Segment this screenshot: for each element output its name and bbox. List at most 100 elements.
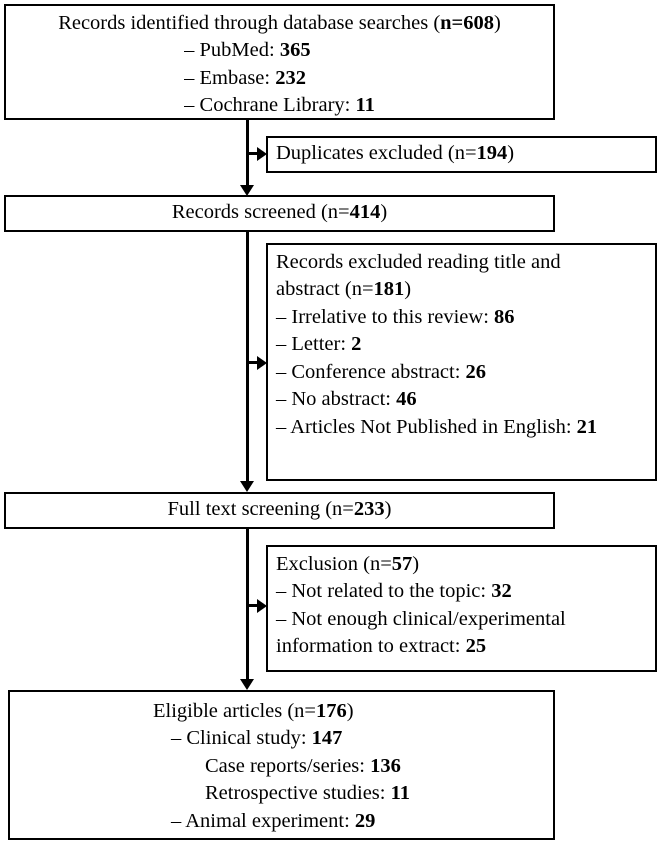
- list-item-label: Irrelative to this review:: [291, 305, 495, 328]
- list-item-value: 147: [311, 727, 343, 750]
- exclusion-count: 57: [391, 553, 413, 575]
- dash-glyph-icon: –: [276, 415, 287, 438]
- list-item-pubmed: – PubMed: 365: [184, 37, 375, 64]
- list-item-case-reports-series: Case reports/series: 136: [153, 753, 410, 780]
- list-item-value: 365: [279, 39, 311, 62]
- records-identified-header-suffix: ): [493, 12, 501, 34]
- exclusion-header: Exclusion (n=57): [276, 551, 647, 578]
- list-item-letter: – Letter: 2: [276, 331, 647, 358]
- list-item-irrelative: – Irrelative to this review: 86: [276, 304, 647, 331]
- list-item-label: Case reports/series:: [205, 754, 371, 777]
- dash-glyph-icon: –: [171, 727, 182, 750]
- arrowhead-right-icon: [257, 599, 267, 613]
- dash-glyph-icon: –: [276, 580, 287, 603]
- arrowhead-right-icon: [257, 147, 267, 161]
- list-item-label: Letter:: [291, 333, 352, 356]
- list-item-value: 29: [354, 809, 376, 832]
- list-item-not-enough-information: – Not enough clinical/experimental infor…: [276, 606, 647, 661]
- list-item-label: PubMed:: [199, 39, 280, 62]
- connector-branch-to-excluded-title-abstract: [246, 361, 262, 364]
- records-identified-header-text: Records identified through database sear…: [58, 12, 441, 34]
- list-item-label: Animal experiment:: [185, 809, 355, 832]
- dash-glyph-icon: –: [184, 66, 195, 89]
- duplicates-excluded-prefix: Duplicates excluded (n=: [276, 142, 477, 164]
- dash-glyph-icon: –: [184, 39, 195, 62]
- box-full-text-screening: Full text screening (n=233): [4, 492, 555, 529]
- excluded-title-abstract-line2: abstract (n=181): [276, 276, 647, 303]
- arrowhead-down-icon: [240, 481, 254, 492]
- records-screened-prefix: Records screened (n=: [171, 201, 350, 223]
- list-item-not-published-in-english: – Articles Not Published in English: 21: [276, 414, 647, 441]
- eligible-articles-suffix: ): [346, 700, 354, 722]
- list-item-animal-experiment: – Animal experiment: 29: [153, 808, 410, 835]
- box-duplicates-excluded: Duplicates excluded (n=194): [266, 136, 657, 173]
- excluded-title-abstract-suffix: ): [404, 278, 412, 301]
- list-item-label: Cochrane Library:: [199, 94, 356, 117]
- eligible-articles-header: Eligible articles (n=176): [153, 698, 410, 725]
- box-records-excluded-title-abstract: Records excluded reading title and abstr…: [266, 243, 657, 481]
- list-item-embase: – Embase: 232: [184, 65, 375, 92]
- connector-branch-to-exclusion: [246, 604, 262, 607]
- list-item-value: 86: [494, 305, 515, 328]
- list-item-label: Not enough clinical/experimental informa…: [276, 607, 566, 658]
- exclusion-header-suffix: ): [412, 553, 420, 575]
- dash-glyph-icon: –: [276, 607, 287, 630]
- list-item-label: Not related to the topic:: [291, 580, 492, 603]
- list-item-no-abstract: – No abstract: 46: [276, 386, 647, 413]
- records-identified-source-list: – PubMed: 365 – Embase: 232 – Cochrane L…: [184, 37, 375, 119]
- list-item-value: 11: [390, 782, 410, 805]
- records-identified-count: n=608: [440, 12, 494, 34]
- records-screened-count: 414: [349, 201, 381, 223]
- connector-branch-to-duplicates: [246, 152, 262, 155]
- full-text-screening-count: 233: [353, 498, 385, 520]
- dash-glyph-icon: –: [276, 333, 287, 356]
- list-item-cochrane: – Cochrane Library: 11: [184, 92, 375, 119]
- list-item-conference-abstract: – Conference abstract: 26: [276, 359, 647, 386]
- box-records-identified: Records identified through database sear…: [4, 4, 555, 120]
- arrowhead-down-icon: [240, 679, 254, 690]
- excluded-title-abstract-line1: Records excluded reading title and: [276, 251, 561, 273]
- list-item-label: Retrospective studies:: [205, 782, 391, 805]
- duplicates-excluded-count: 194: [476, 142, 508, 164]
- box-exclusion-full-text: Exclusion (n=57) – Not related to the to…: [266, 545, 657, 672]
- records-screened-suffix: ): [380, 201, 388, 223]
- excluded-title-abstract-prefix: abstract (n=: [276, 278, 374, 301]
- list-item-value: 2: [351, 333, 362, 356]
- list-item-clinical-study: – Clinical study: 147: [153, 725, 410, 752]
- box-eligible-articles: Eligible articles (n=176) – Clinical stu…: [8, 690, 555, 840]
- list-item-value: 46: [396, 388, 417, 411]
- dash-glyph-icon: –: [276, 360, 287, 383]
- list-item-value: 232: [275, 66, 306, 89]
- full-text-screening-text: Full text screening (n=233): [14, 496, 545, 523]
- duplicates-excluded-suffix: ): [507, 142, 515, 164]
- list-item-not-related-topic: – Not related to the topic: 32: [276, 578, 647, 605]
- list-item-value: 32: [491, 580, 512, 603]
- dash-glyph-icon: –: [171, 809, 182, 832]
- arrowhead-right-icon: [257, 356, 267, 370]
- list-item-label: Clinical study:: [186, 727, 312, 750]
- list-item-value: 21: [576, 415, 598, 438]
- records-identified-header: Records identified through database sear…: [14, 10, 545, 37]
- list-item-value: 25: [465, 635, 487, 658]
- connector-screened-to-full-text: [246, 232, 249, 482]
- duplicates-excluded-text: Duplicates excluded (n=194): [276, 140, 647, 167]
- exclusion-header-prefix: Exclusion (n=: [276, 553, 392, 575]
- list-item-retrospective-studies: Retrospective studies: 11: [153, 780, 410, 807]
- box-records-screened: Records screened (n=414): [4, 195, 555, 232]
- list-item-label: Embase:: [199, 66, 276, 89]
- list-item-label: Articles Not Published in English:: [290, 415, 572, 438]
- full-text-screening-prefix: Full text screening (n=: [167, 498, 354, 520]
- dash-glyph-icon: –: [276, 388, 287, 411]
- eligible-articles-block: Eligible articles (n=176) – Clinical stu…: [153, 698, 410, 835]
- list-item-value: 11: [355, 94, 375, 117]
- full-text-screening-suffix: ): [384, 498, 392, 520]
- eligible-articles-prefix: Eligible articles (n=: [153, 700, 316, 722]
- list-item-label: Conference abstract:: [291, 360, 466, 383]
- eligible-articles-count: 176: [315, 700, 347, 722]
- dash-glyph-icon: –: [276, 305, 287, 328]
- list-item-value: 26: [465, 360, 487, 383]
- arrowhead-down-icon: [240, 185, 254, 196]
- list-item-value: 136: [370, 754, 401, 777]
- records-screened-text: Records screened (n=414): [14, 199, 545, 226]
